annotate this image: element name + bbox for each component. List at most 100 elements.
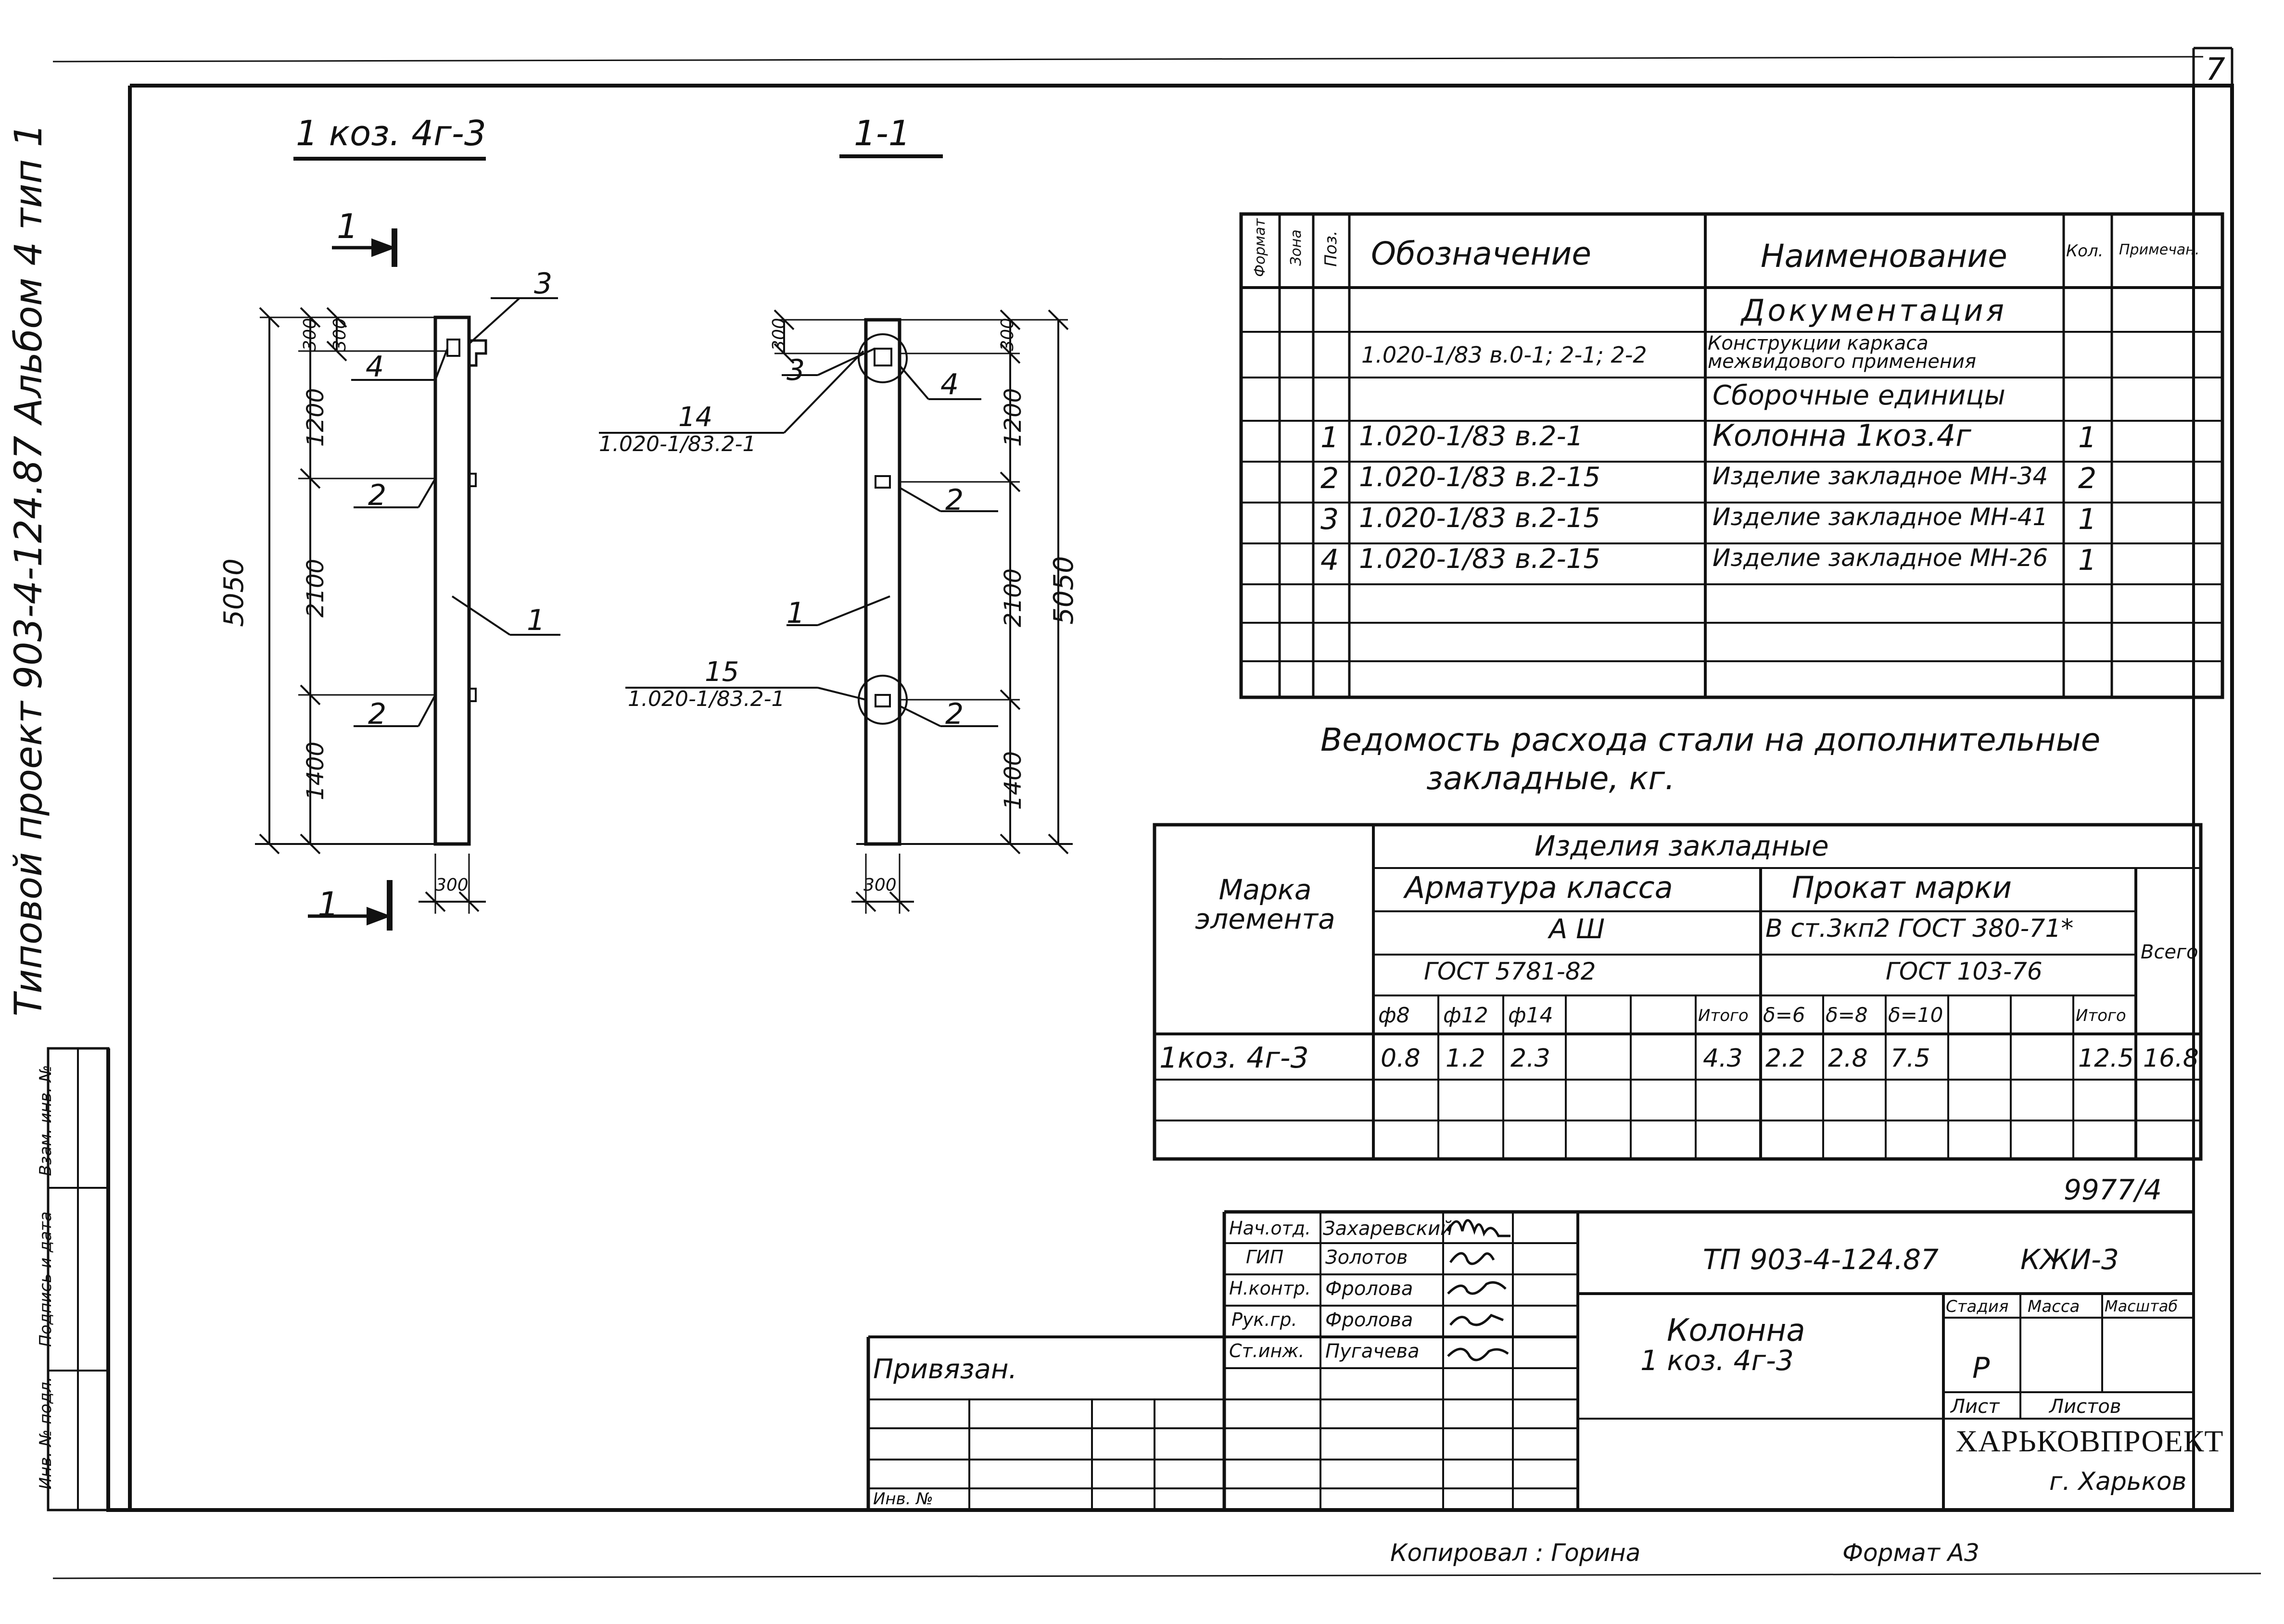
sec-dim-top-b: 300 (997, 318, 1017, 351)
steel-row-value: 1.2 (1446, 1044, 1485, 1073)
spec-header-note: Примечан. (2119, 241, 2200, 258)
tb-role: Нач.отд. (1229, 1218, 1311, 1239)
copied-by: Копировал : Горина (1390, 1539, 1641, 1567)
signatures (1447, 1219, 1510, 1361)
sec-callout-1: 1 (787, 596, 805, 630)
spec-row-qty: 1 (2078, 421, 2097, 454)
elevation-title: 1 коз. 4г-3 (296, 113, 486, 153)
tb-name: Пугачева (1325, 1340, 1420, 1362)
dim-top-a: 300 (300, 318, 320, 351)
section-mark-top: 1 (337, 207, 358, 246)
section-mark-bottom: 1 (317, 885, 339, 924)
sec-callout-4: 4 (940, 368, 959, 402)
tb-project: ТП 903-4-124.87 (1703, 1243, 1939, 1276)
tb-city: г. Харьков (2049, 1467, 2187, 1496)
sec-callout-2-upper: 2 (945, 483, 964, 517)
sec-dim-bottom-300: 300 (863, 875, 897, 895)
stamp-inv-orig: Инв. № подл. (36, 1376, 55, 1490)
node-top-number: 14 (678, 402, 713, 433)
dim-1200: 1200 (302, 388, 330, 447)
steel-header-roll: Прокат марки (1792, 870, 2012, 905)
steel-row-value: 4.3 (1703, 1044, 1743, 1073)
tb-name: Фролова (1325, 1278, 1413, 1300)
spec-row-designation: 1.020-1/83 в.2-1 (1359, 421, 1584, 452)
spec-row-pos: 4 (1320, 543, 1339, 577)
sec-callout-2-lower: 2 (945, 697, 964, 731)
steel-sub-rebar: ф8 (1378, 1003, 1410, 1028)
spec-row-pos: 2 (1320, 462, 1339, 495)
tb-tied: Привязан. (873, 1354, 1017, 1385)
tb-object-name: Колонна (1667, 1313, 1805, 1348)
steel-header-roll-gost: ГОСТ 103-76 (1886, 957, 2043, 985)
node-bottom-number: 15 (705, 656, 739, 688)
sec-dim-1400: 1400 (1000, 751, 1027, 810)
tb-scale-header: Масштаб (2105, 1297, 2178, 1315)
tb-role: Рук.гр. (1231, 1309, 1297, 1330)
steel-sub-roll: Итого (2076, 1006, 2126, 1025)
steel-sub-rebar: ф12 (1443, 1003, 1488, 1028)
tb-name: Фролова (1325, 1309, 1413, 1331)
spec-row-designation: 1.020-1/83 в.0-1; 2-1; 2-2 (1361, 342, 1647, 368)
spec-row-name: Сборочные единицы (1713, 380, 2005, 411)
tb-inv: Инв. № (873, 1489, 933, 1509)
spec-row-qty: 1 (2078, 543, 2097, 577)
spec-row-name: Изделие закладное МН-41 (1713, 503, 2048, 531)
node-top-ref: 1.020-1/83.2-1 (599, 432, 756, 456)
format-note: Формат А3 (1842, 1539, 1979, 1567)
steel-header-rebar-class: А Ш (1549, 914, 1605, 945)
tb-role: ГИП (1246, 1246, 1284, 1268)
spec-row-designation: 1.020-1/83 в.2-15 (1359, 503, 1600, 534)
tb-mass-header: Масса (2028, 1297, 2080, 1316)
sec-callout-3: 3 (787, 353, 805, 387)
stamp-replace-inv: Взам. инв. № (36, 1065, 55, 1176)
spec-row-name: Изделие закладное МН-34 (1713, 462, 2048, 490)
spec-row-name: Изделие закладное МН-26 (1713, 544, 2048, 572)
spec-row-qty: 1 (2078, 503, 2097, 536)
section-title: 1-1 (854, 113, 911, 153)
tb-name: Золотов (1325, 1246, 1408, 1269)
steel-header-rebar: Арматура класса (1405, 870, 1673, 905)
spec-header-pos: Поз. (1321, 230, 1341, 267)
tb-sheets-header: Листов (2049, 1396, 2121, 1418)
spec-header-zone: Зона (1288, 229, 1305, 266)
tb-stage-header: Стадия (1946, 1297, 2009, 1316)
spec-row-designation: 1.020-1/83 в.2-15 (1359, 543, 1600, 575)
steel-row-value: 12.5 (2078, 1044, 2134, 1073)
steel-sub-roll: δ=10 (1888, 1003, 1943, 1027)
spec-header-format: Формат (1252, 218, 1269, 277)
steel-row-value: 7.5 (1891, 1044, 1930, 1073)
tb-role: Ст.инж. (1229, 1340, 1305, 1361)
sec-dim-1200: 1200 (1000, 388, 1027, 447)
spec-row-name: Колонна 1коз.4г (1713, 418, 1971, 453)
spec-row-pos: 3 (1320, 503, 1339, 536)
spec-header-name: Наименование (1761, 238, 2007, 275)
tb-stage: Р (1972, 1351, 1990, 1385)
sec-dim-5050: 5050 (1048, 556, 1079, 625)
steel-header-mark: Марка элемента (1195, 873, 1335, 935)
steel-caption-1: Ведомость расхода стали на дополнительны… (1320, 721, 2101, 758)
steel-sub-roll: δ=8 (1826, 1003, 1868, 1027)
tb-org-logo: ХАРЬКОВПРОЕКТ (1955, 1424, 2224, 1458)
callout-1: 1 (527, 604, 546, 637)
dim-bottom-300: 300 (435, 875, 469, 895)
sheet-code: 9977/4 (2064, 1173, 2162, 1206)
dim-total: 5050 (218, 558, 250, 627)
steel-row-value: 0.8 (1381, 1044, 1421, 1073)
steel-sub-rebar: Итого (1698, 1006, 1749, 1025)
sec-dim-top-a: 300 (769, 318, 789, 351)
dim-top-b: 300 (330, 318, 350, 351)
spec-header-designation: Обозначение (1371, 235, 1591, 272)
steel-row-value: 2.3 (1510, 1044, 1550, 1073)
dim-1400: 1400 (302, 741, 330, 801)
steel-row-value: 2.8 (1828, 1044, 1868, 1073)
sec-dim-2100: 2100 (1000, 568, 1027, 628)
steel-header-items: Изделия закладные (1535, 830, 1829, 862)
tb-role: Н.контр. (1229, 1278, 1311, 1299)
steel-row-total: 16.8 (2143, 1044, 2199, 1073)
tb-sheet-header: Лист (1951, 1396, 2000, 1418)
tb-object-mark: 1 коз. 4г-3 (1640, 1344, 1794, 1377)
side-title: Типовой проект 903-4-124.87 Альбом 4 тип… (7, 123, 51, 1017)
steel-caption-2: закладные, кг. (1426, 760, 1675, 797)
spec-row-name: Конструкции каркаса межвидового применен… (1708, 332, 1977, 373)
